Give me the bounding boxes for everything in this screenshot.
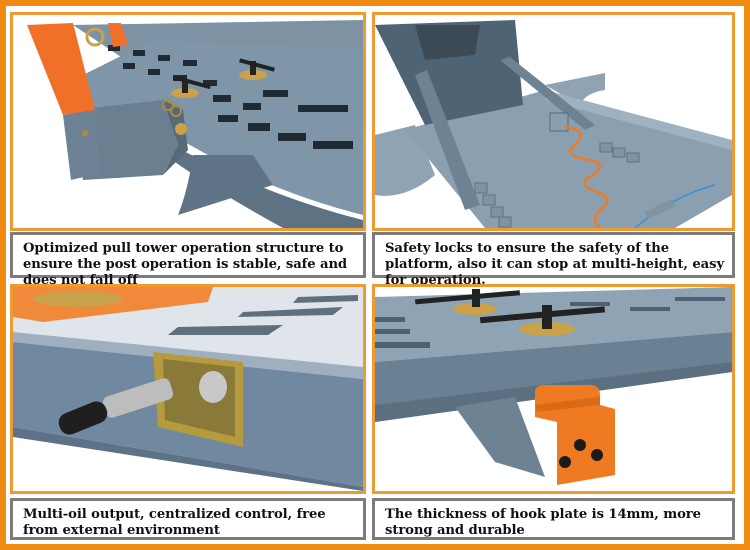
safety-locks-caption-text: Safety locks to ensure the safety of the… — [385, 241, 725, 288]
safety-locks-photo — [372, 12, 735, 231]
hook-plate-photo — [372, 284, 735, 494]
hook-plate-caption-text: The thickness of hook plate is 14mm, mor… — [385, 507, 701, 538]
multi-oil-illustration — [13, 287, 363, 491]
product-feature-sheet: Optimized pull tower operation structure… — [6, 6, 744, 544]
pull-tower-photo — [10, 12, 366, 231]
pull-tower-caption: Optimized pull tower operation structure… — [10, 232, 366, 288]
safety-locks-caption: Safety locks to ensure the safety of the… — [372, 232, 735, 288]
multi-oil-caption-text: Multi-oil output, centralized control, f… — [23, 507, 326, 538]
multi-oil-photo — [10, 284, 366, 494]
hook-plate-caption: The thickness of hook plate is 14mm, mor… — [372, 498, 735, 540]
pull-tower-illustration — [13, 15, 363, 228]
multi-oil-caption: Multi-oil output, centralized control, f… — [10, 498, 366, 540]
pull-tower-caption-text: Optimized pull tower operation structure… — [23, 241, 348, 288]
safety-locks-illustration — [375, 15, 732, 228]
hook-plate-illustration — [375, 287, 732, 491]
